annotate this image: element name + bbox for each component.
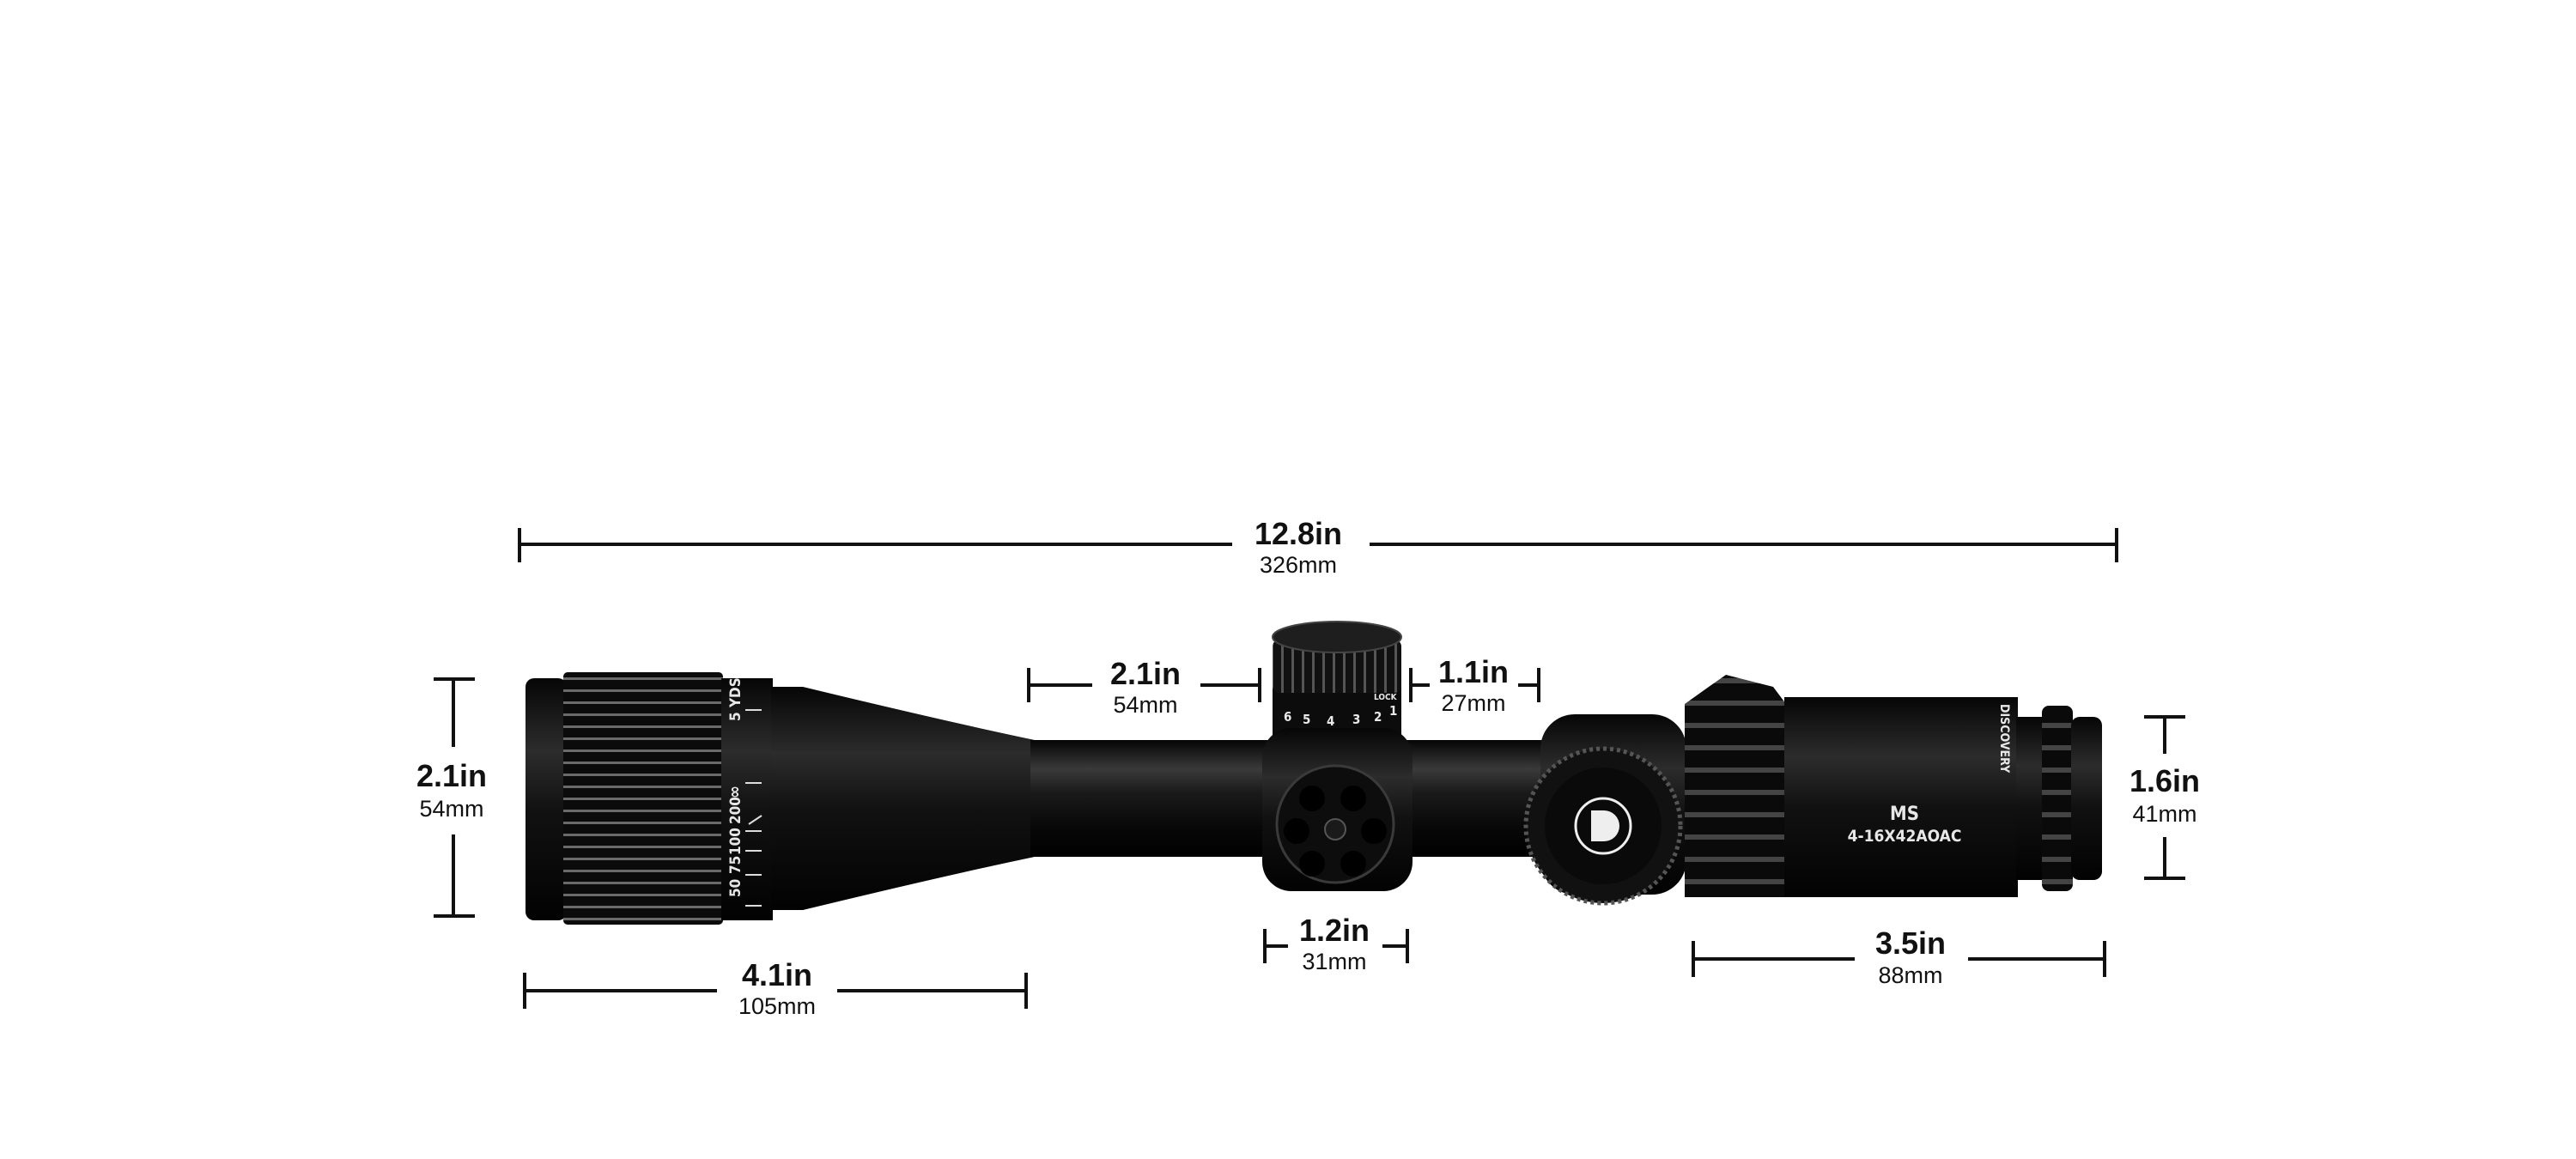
dimension-front-tube-length: 2.1in 54mm xyxy=(1027,656,1261,718)
svg-text:54mm: 54mm xyxy=(419,796,483,822)
svg-text:50: 50 xyxy=(727,879,744,897)
svg-text:1.2in: 1.2in xyxy=(1299,913,1370,948)
svg-text:2.1in: 2.1in xyxy=(416,758,487,793)
objective-front-ring xyxy=(526,678,567,920)
svg-text:2.1in: 2.1in xyxy=(1110,656,1181,691)
svg-text:6: 6 xyxy=(1284,709,1291,725)
svg-text:4.1in: 4.1in xyxy=(742,957,812,992)
svg-text:1.1in: 1.1in xyxy=(1438,654,1509,689)
dimension-objective-height: 2.1in 54mm xyxy=(416,677,487,918)
svg-text:75: 75 xyxy=(727,856,744,874)
ocular-housing xyxy=(1784,697,2018,897)
svg-text:12.8in: 12.8in xyxy=(1255,516,1342,551)
svg-text:100: 100 xyxy=(727,828,744,855)
svg-text:5 YDS: 5 YDS xyxy=(727,677,744,721)
parallax-scale-markings: 5 YDS ∞ 200 100 75 50 xyxy=(724,677,762,907)
parallax-scale-ring xyxy=(721,678,773,920)
eyepiece-lens xyxy=(2071,717,2102,880)
dimension-objective-length: 4.1in 105mm xyxy=(523,957,1028,1019)
windage-cap xyxy=(1275,764,1395,884)
svg-text:105mm: 105mm xyxy=(738,993,816,1019)
model-name-text: 4-16X42AOAC xyxy=(1848,827,1962,846)
svg-text:88mm: 88mm xyxy=(1878,962,1942,988)
svg-text:2: 2 xyxy=(1374,709,1382,725)
dimension-turret-width: 1.2in 31mm xyxy=(1263,913,1409,974)
dimension-eyepiece-length: 3.5in 88mm xyxy=(1692,925,2106,988)
magnification-ring xyxy=(1685,675,1786,897)
dimension-eyepiece-height: 1.6in 41mm xyxy=(2129,715,2200,880)
svg-text:27mm: 27mm xyxy=(1441,690,1505,716)
brand-text: DISCOVERY xyxy=(1997,704,2011,774)
dimension-overall-length: 12.8in 326mm xyxy=(518,516,2118,578)
svg-text:326mm: 326mm xyxy=(1260,552,1337,578)
svg-text:54mm: 54mm xyxy=(1113,692,1177,718)
svg-text:3.5in: 3.5in xyxy=(1875,925,1946,961)
svg-text:41mm: 41mm xyxy=(2132,801,2196,827)
eyepiece-body xyxy=(2016,717,2044,880)
svg-text:5: 5 xyxy=(1303,712,1310,727)
svg-text:31mm: 31mm xyxy=(1302,949,1366,974)
svg-text:LOCK: LOCK xyxy=(1374,693,1398,702)
svg-text:∞: ∞ xyxy=(724,786,744,798)
svg-text:1: 1 xyxy=(1389,703,1397,719)
svg-text:200: 200 xyxy=(727,797,744,824)
svg-text:3: 3 xyxy=(1352,712,1360,727)
dimension-rear-tube-length: 1.1in 27mm xyxy=(1409,654,1540,716)
turret-scale: 6 5 4 3 2 1 LOCK xyxy=(1284,693,1398,729)
rifle-scope: 5 YDS ∞ 200 100 75 50 xyxy=(526,621,2102,925)
parallax-adjustment-ring xyxy=(563,672,723,925)
brand-logo-icon xyxy=(1574,797,1632,855)
model-line-text: MS xyxy=(1890,804,1919,825)
svg-text:1.6in: 1.6in xyxy=(2129,763,2200,798)
diopter-ring xyxy=(2042,706,2073,891)
objective-bell xyxy=(771,687,1035,910)
side-focus-knob xyxy=(1523,746,1683,906)
svg-text:4: 4 xyxy=(1327,713,1334,729)
